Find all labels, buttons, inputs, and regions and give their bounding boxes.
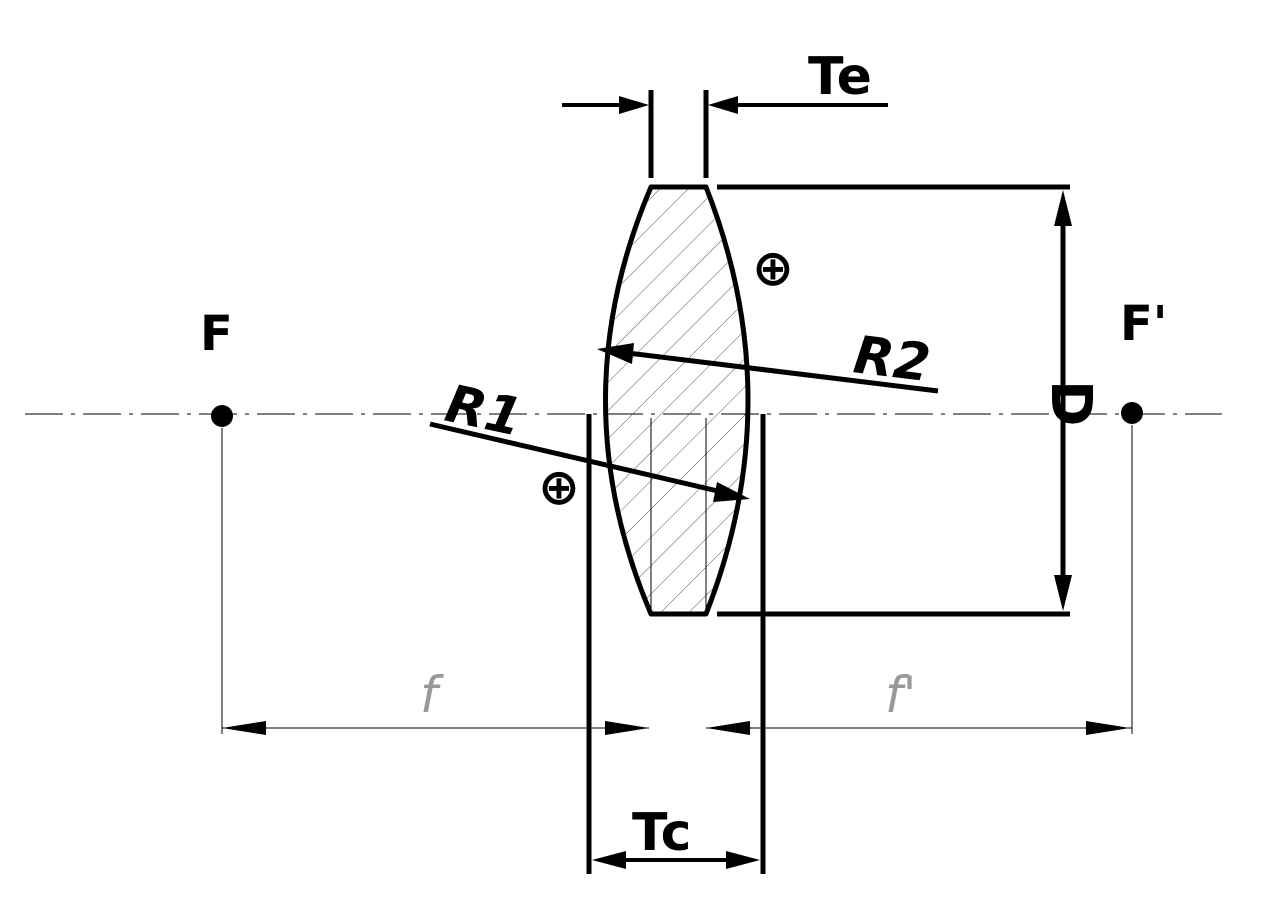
d-arrow-bottom xyxy=(1054,575,1072,611)
te-arrow-left-head xyxy=(619,96,649,114)
f-label: f xyxy=(420,666,444,724)
lens-body-hatch xyxy=(605,187,748,614)
r2-leader xyxy=(627,350,939,394)
lens-outline xyxy=(603,184,751,617)
focal-front-label: F xyxy=(200,306,233,362)
focal-point-front xyxy=(211,405,233,427)
f-arrow-right xyxy=(605,721,649,735)
fprime-label: f' xyxy=(885,666,916,724)
fprime-arrow-left xyxy=(706,721,750,735)
tc-label: Tc xyxy=(632,803,691,863)
r1-arrow-head xyxy=(713,482,750,502)
sign-marker-2: ⊕ xyxy=(538,458,580,516)
fprime-arrow-right xyxy=(1086,721,1130,735)
d-label: D xyxy=(1038,380,1103,426)
d-arrow-top xyxy=(1054,190,1072,226)
te-label: Te xyxy=(808,47,872,107)
focal-point-back xyxy=(1121,402,1143,424)
f-arrow-left xyxy=(222,721,266,735)
r1-leader xyxy=(429,421,723,495)
sign-marker-1: ⊕ xyxy=(752,239,794,297)
focal-back-label: F' xyxy=(1120,296,1167,352)
r2-arrow-head xyxy=(597,343,634,364)
tc-arrow-right xyxy=(726,851,760,869)
r1-label: R1 xyxy=(440,374,527,449)
r2-label: R2 xyxy=(850,325,933,394)
tc-arrow-left xyxy=(592,851,626,869)
te-arrow-right-head xyxy=(708,96,738,114)
